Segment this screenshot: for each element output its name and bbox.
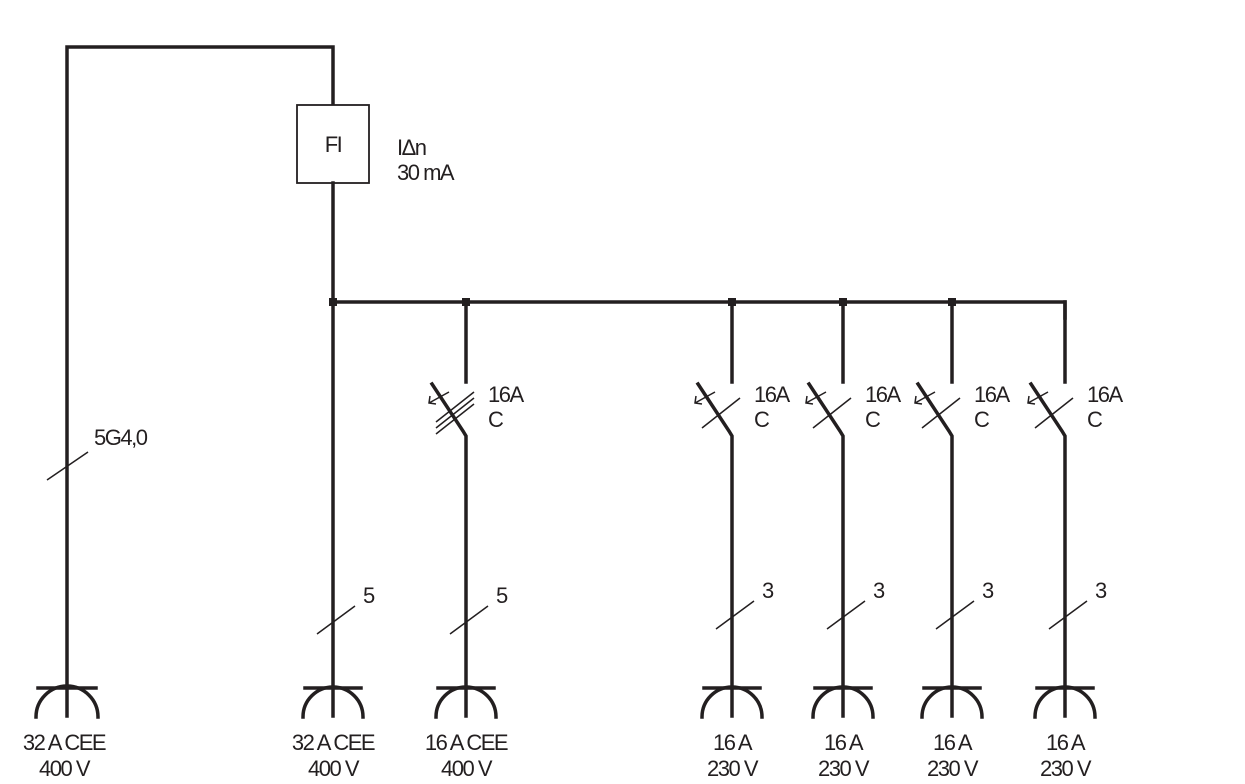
pole-tick [701,397,741,429]
breaker-blade-icon [1028,381,1067,718]
socket-label-line1: 16 A CEE [425,730,508,755]
breaker-rating: 16A [488,382,524,407]
breaker-curve: C [754,407,770,432]
conductor-tick [715,600,755,630]
pole-tick [435,391,475,423]
breaker-rating: 16A [865,382,901,407]
breaker-blade-icon [806,381,845,718]
socket-label-line2: 230 V [818,756,870,781]
pole-tick [921,397,961,429]
trip-arrow-icon [805,391,827,404]
supply-conductor-label: 5G4,0 [94,425,148,450]
conductor-count: 3 [1095,578,1107,603]
conductor-count: 3 [982,578,994,603]
socket-label-line2: 230 V [1040,756,1092,781]
socket-arc-icon [920,685,984,719]
socket-arc-icon [301,685,365,719]
inlet-socket [34,684,100,719]
conductor-tick [449,605,489,635]
supply-conductor-tick [46,451,89,481]
trip-arrowhead-icon [1027,395,1036,405]
socket-label-line1: 16 A [824,730,864,755]
inlet-label-line1: 32 A CEE [23,730,106,755]
breaker-blade-icon [429,381,468,718]
supply-wire [65,45,335,718]
breaker-curve: C [865,407,881,432]
pole-tick [812,397,852,429]
socket-arc-icon [434,685,498,719]
conductor-count: 3 [762,578,774,603]
trip-arrow-icon [428,391,450,404]
rcd-rating-line2: 30 mA [397,160,455,185]
breaker-curve: C [488,407,504,432]
socket-arc-icon [34,684,100,719]
rcd-rating-line1: IΔn [397,135,426,160]
conductor-tick [316,605,356,635]
breaker-curve: C [974,407,990,432]
socket-label-line1: 16 A [933,730,973,755]
trip-arrowhead-icon [428,395,437,405]
conductor-tick [826,600,866,630]
breaker-rating: 16A [754,382,790,407]
trip-arrowhead-icon [805,395,814,405]
rcd-label: FI [325,132,342,157]
trip-arrow-icon [694,391,716,404]
trip-arrow-icon [1027,391,1049,404]
conductor-tick [935,600,975,630]
socket-label-line2: 400 V [441,756,493,781]
socket-arc-icon [700,685,764,719]
pole-tick [1034,397,1074,429]
breaker-rating: 16A [974,382,1010,407]
socket-label-line2: 400 V [308,756,360,781]
socket-label-line2: 230 V [707,756,759,781]
socket-label-line1: 32 A CEE [292,730,375,755]
breaker-rating: 16A [1087,382,1123,407]
pole-tick [435,403,475,435]
socket-label-line2: 230 V [927,756,979,781]
trip-arrowhead-icon [694,395,703,405]
socket-label-line1: 16 A [713,730,753,755]
conductor-tick [1048,600,1088,630]
socket-arc-icon [811,685,875,719]
breaker-blade-icon [915,381,954,718]
breaker-curve: C [1087,407,1103,432]
rcd-box [296,104,370,184]
socket-label-line1: 16 A [1046,730,1086,755]
inlet-label-line2: 400 V [39,756,91,781]
conductor-count: 5 [496,583,508,608]
conductor-count: 5 [363,583,375,608]
socket-arc-icon [1033,685,1097,719]
breaker-blade-icon [695,381,734,718]
trip-arrowhead-icon [914,395,923,405]
pole-tick [435,397,475,429]
trip-arrow-icon [914,391,936,404]
conductor-count: 3 [873,578,885,603]
